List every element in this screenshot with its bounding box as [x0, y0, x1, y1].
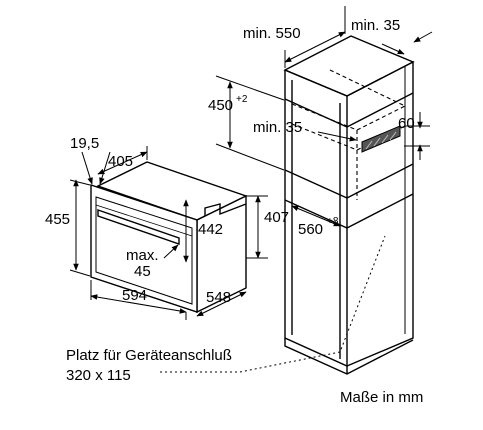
label-548: 548	[206, 289, 231, 306]
dimension-labels: min. 550 min. 35 450 +2 min. 35 60 560 +…	[45, 17, 415, 306]
label-594: 594	[122, 287, 147, 304]
label-19-5: 19,5	[70, 135, 99, 152]
connection-note-line1: Platz für Geräteanschluß	[66, 347, 232, 364]
notes: Platz für Geräteanschluß 320 x 115 Maße …	[66, 347, 423, 406]
label-455: 455	[45, 211, 70, 228]
label-405: 405	[108, 153, 133, 170]
label-min-550: min. 550	[243, 25, 301, 42]
label-560: 560	[298, 221, 323, 238]
units-note: Maße in mm	[340, 389, 423, 406]
dimension-lines	[69, 6, 433, 373]
label-442: 442	[198, 221, 223, 238]
label-min-35-mid: min. 35	[253, 119, 302, 136]
label-450-tolerance: +2	[236, 94, 248, 105]
label-450: 450	[208, 97, 233, 114]
label-min-35-top: min. 35	[351, 17, 400, 34]
label-max-value: 45	[134, 263, 151, 280]
connection-note-line2: 320 x 115	[66, 367, 131, 384]
label-407: 407	[264, 209, 289, 226]
label-560-tolerance: +8	[327, 216, 339, 227]
label-max: max.	[126, 247, 159, 264]
tall-cabinet	[283, 35, 415, 375]
oven	[90, 161, 248, 314]
label-60: 60	[398, 115, 415, 132]
connection-opening	[361, 125, 401, 153]
